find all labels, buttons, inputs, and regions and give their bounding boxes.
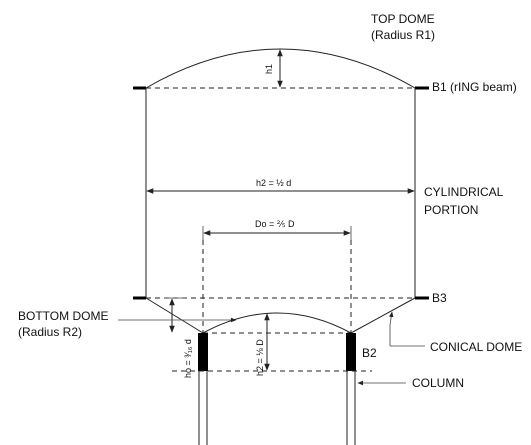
top-dome-label-line1: TOP DOME xyxy=(371,12,435,26)
b2-right-block xyxy=(346,333,356,371)
h1-label: h1 xyxy=(264,64,274,74)
b3-label: B3 xyxy=(432,291,447,305)
ho-label: ho = ³⁄₁₆ d xyxy=(183,339,193,378)
b2-label: B2 xyxy=(362,346,377,360)
column-label: COLUMN xyxy=(412,376,464,390)
bottom-dome-arc xyxy=(202,312,352,334)
b2-left-block xyxy=(198,333,208,371)
cone-left xyxy=(145,297,204,334)
cylinder-width-label: h2 = ½ d xyxy=(256,178,291,188)
top-dome-label-line2: (Radius R1) xyxy=(371,28,435,42)
cylindrical-label-line1: CYLINDRICAL xyxy=(424,185,504,199)
bottom-dome-label-line1: BOTTOM DOME xyxy=(18,309,108,323)
do-label: Do = ⅖ D xyxy=(255,219,295,229)
conical-dome-label: CONICAL DOME xyxy=(430,340,522,354)
bottom-dome-label-line2: (Radius R2) xyxy=(18,325,82,339)
top-dome-arc xyxy=(145,48,416,89)
conical-dome-leader-arrow xyxy=(389,311,394,326)
b1-label: B1 (rING beam) xyxy=(432,80,517,94)
cone-right xyxy=(350,297,416,334)
cylindrical-label-line2: PORTION xyxy=(424,203,478,217)
h2-bottom-label: h2 = ⅛ D xyxy=(255,339,265,376)
